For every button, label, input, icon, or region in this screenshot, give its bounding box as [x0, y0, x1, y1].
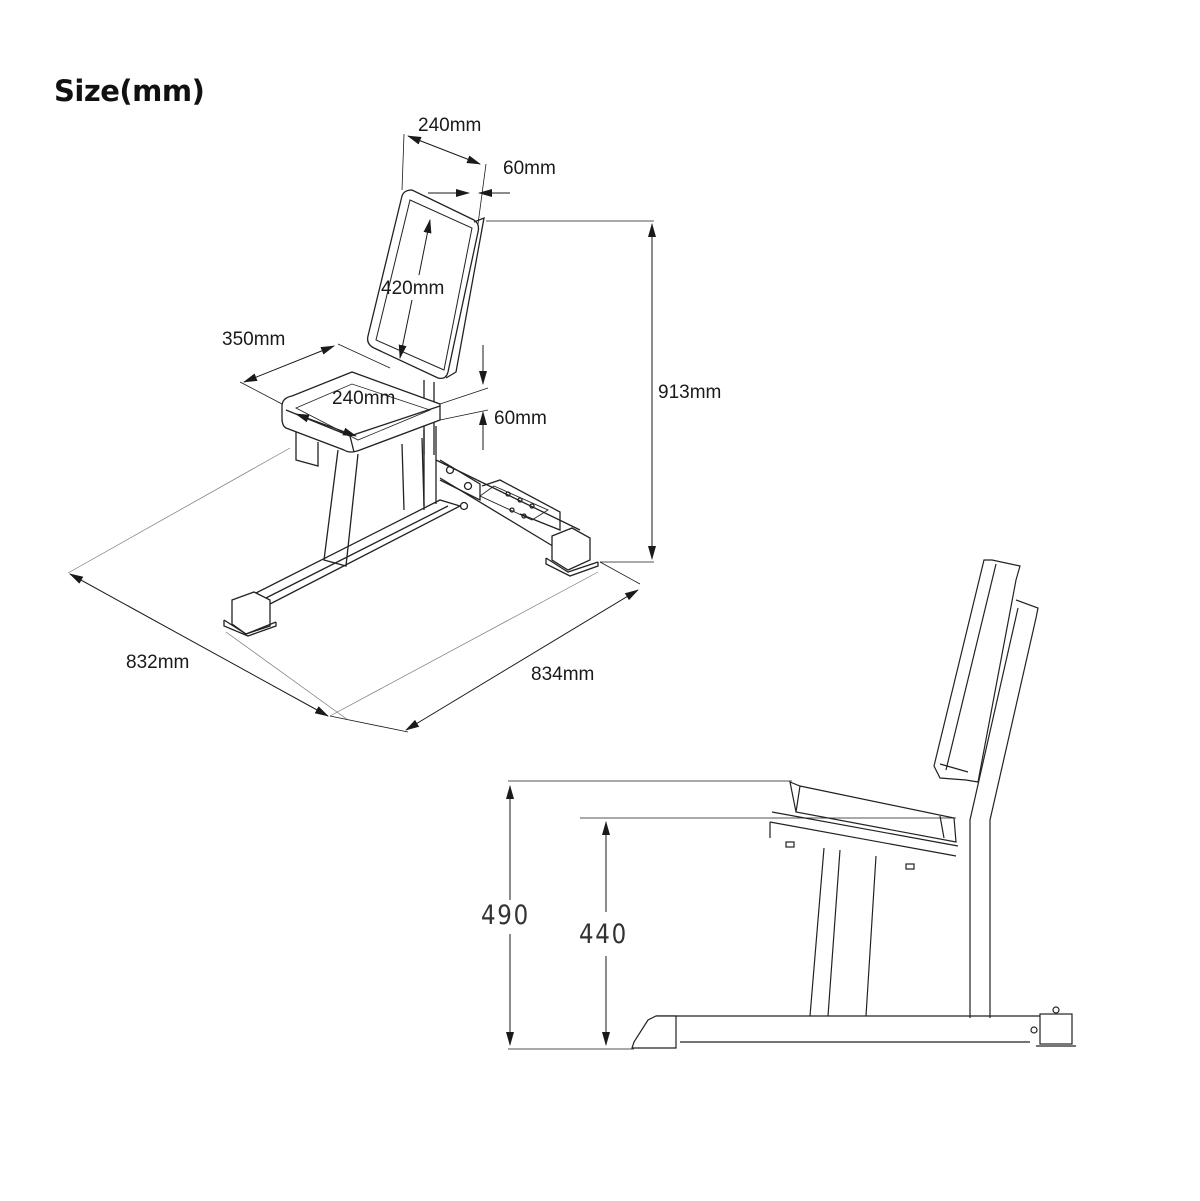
seat-top-height-label: 490	[481, 900, 530, 931]
seat-thickness-label: 60mm	[494, 408, 547, 429]
iso-dimensions	[67, 133, 656, 733]
seat-bottom-height-label: 440	[579, 919, 628, 950]
backrest-height-label: 420mm	[381, 278, 445, 299]
total-height-label: 913mm	[658, 382, 722, 403]
backrest-thickness-label: 60mm	[503, 158, 556, 179]
diagram-title: Size(mm)	[54, 74, 205, 108]
footprint-length-label: 832mm	[126, 652, 190, 673]
footprint-width-label: 834mm	[531, 664, 595, 685]
side-bench	[631, 559, 1076, 1049]
seat-width-label: 240mm	[332, 388, 396, 409]
backrest-width-label: 240mm	[418, 115, 482, 136]
seat-depth-label: 350mm	[222, 329, 286, 350]
side-dimensions	[506, 780, 956, 1050]
